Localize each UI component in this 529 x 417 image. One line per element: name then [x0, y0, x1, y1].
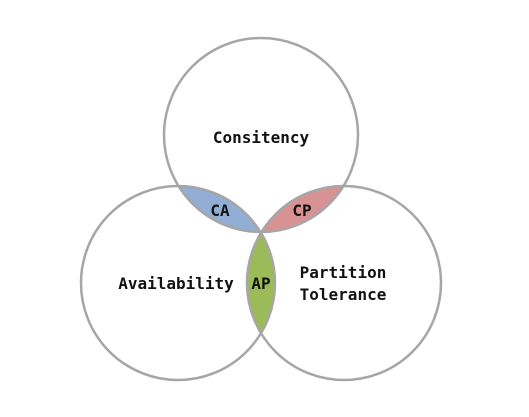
tolerance-label: Tolerance	[300, 285, 387, 304]
ap-label: AP	[251, 274, 270, 293]
consistency-label: Consitency	[213, 128, 310, 147]
ca-label: CA	[210, 201, 230, 220]
availability-circle	[79, 184, 277, 382]
partition-label: Partition	[300, 263, 387, 282]
cp-label: CP	[292, 201, 311, 220]
availability-label: Availability	[118, 274, 234, 293]
partition-tolerance-circle	[245, 184, 443, 382]
